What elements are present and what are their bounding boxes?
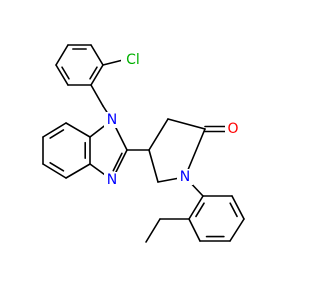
double-bond-b1-b2	[49, 129, 65, 139]
bond-lines	[42, 44, 245, 243]
double-bond-b3-b4	[49, 161, 65, 172]
bond-a4-ch2	[90, 84, 104, 107]
atom-label-lactam-n: N	[177, 169, 193, 185]
bond-b1-b2	[42, 122, 67, 138]
svg-text:N: N	[107, 172, 117, 188]
atom-label-carbonyl-o: O	[225, 121, 241, 137]
bond-a3-a4	[90, 64, 104, 86]
double-bond-a3-a4	[89, 66, 98, 80]
bond-c5-c4	[148, 149, 159, 183]
svg-text:O: O	[227, 121, 238, 137]
double-bond-e1-e2	[195, 202, 205, 218]
bond-e2-e3	[188, 218, 201, 242]
bond-a3-cl	[102, 59, 124, 66]
bond-c7a-b1	[65, 122, 91, 138]
bond-e4-e5	[229, 218, 245, 242]
bond-a2-a3	[90, 44, 104, 66]
double-bond-a5-a6	[61, 66, 70, 80]
svg-text:N: N	[107, 112, 117, 128]
atom-label-n1: N	[104, 112, 120, 128]
bond-a5-a6	[55, 64, 69, 86]
bond-b4-c3a	[65, 163, 91, 179]
bond-c4-c3	[148, 118, 169, 151]
atom-label-chlorine: Cl	[121, 52, 145, 68]
molecule-structure-diagram: N N N O Cl	[42, 44, 245, 243]
svg-text:N: N	[180, 169, 190, 185]
atom-label-n3: N	[104, 172, 120, 188]
bond-c3-c2p	[167, 118, 206, 130]
bond-a6-a1	[55, 44, 69, 66]
bond-e5-e6	[231, 195, 245, 220]
bond-et1-et2	[145, 218, 161, 243]
bond-e1-e2	[188, 195, 204, 220]
double-bond-e5-e6	[229, 202, 238, 218]
svg-text:Cl: Cl	[126, 52, 140, 68]
double-bond-n3-c2	[112, 152, 123, 172]
bond-b3-b4	[42, 163, 67, 179]
